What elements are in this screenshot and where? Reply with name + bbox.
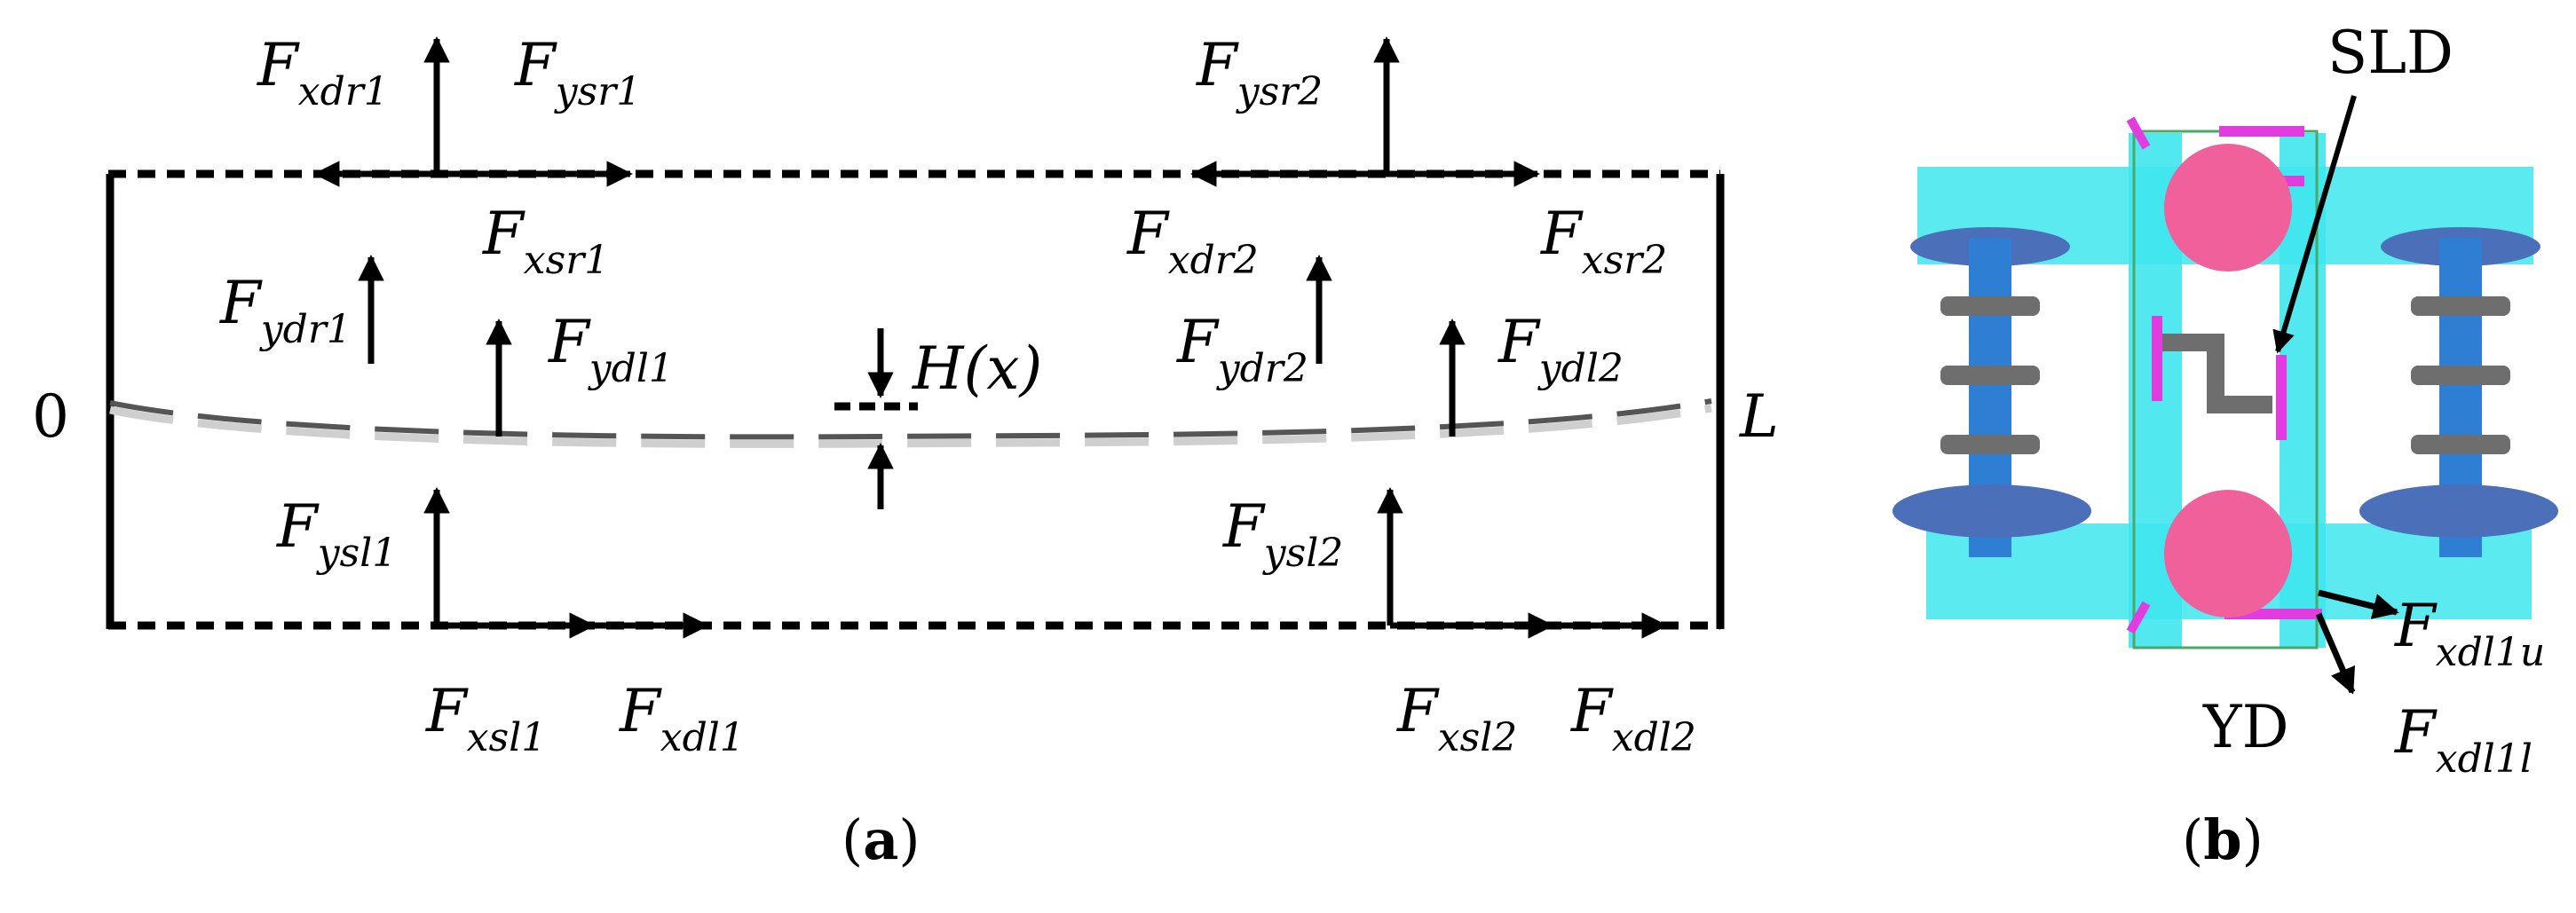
central-link: [2159, 334, 2272, 413]
label-xsr2: Fxsr2: [1540, 200, 1667, 283]
end-label: L: [1739, 382, 1779, 451]
caption-a: (a): [842, 807, 921, 872]
spring-plate-left-bottom: [1892, 484, 2091, 538]
force-arrow-xdl1u: [2318, 589, 2399, 619]
damper-sld-right: [2276, 355, 2287, 440]
label-xdr1: Fxdr1: [257, 31, 389, 114]
label-ysl1: Fysl1: [276, 492, 397, 576]
panel-a-diagram: 0 L H(x) Fxdr1 Fysr1 Fxsr1 Fysr2 Fxdr2 F…: [32, 31, 1779, 872]
label-ydr1: Fydr1: [219, 269, 352, 352]
spring-coil-left-3: [1940, 435, 2040, 454]
sld-label: SLD: [2327, 19, 2454, 87]
damper-tilt-bottom: [2126, 601, 2151, 634]
label-xsr1: Fxsr1: [482, 200, 609, 283]
spring-plate-right-bottom: [2359, 484, 2558, 538]
spring-coil-right-3: [2411, 435, 2510, 454]
gap-label: H(x): [912, 335, 1042, 403]
label-xdr2: Fxdr2: [1126, 200, 1259, 283]
spring-coil-right-1: [2411, 296, 2510, 316]
spring-coil-left-2: [1940, 366, 2040, 385]
sld-pointer-arrow: [2272, 95, 2357, 354]
caption-b: (b): [2182, 807, 2264, 872]
label-ydl1: Fydl1: [548, 308, 674, 391]
label-xdl1u: Fxdl1u: [2394, 592, 2545, 675]
ball-bottom: [2164, 490, 2292, 618]
label-ysl2: Fysl2: [1222, 492, 1343, 576]
origin-label: 0: [32, 382, 69, 451]
deflection-curve: [109, 398, 1712, 440]
label-ysr2: Fysr2: [1196, 31, 1323, 114]
label-xsl2: Fxsl2: [1396, 677, 1517, 760]
spring-coil-right-2: [2411, 366, 2510, 385]
damper-top: [2219, 126, 2304, 137]
label-xdl1: Fxdl1: [619, 677, 745, 760]
ball-top: [2164, 144, 2292, 272]
label-ydr2: Fydr2: [1176, 308, 1308, 391]
label-xsl1: Fxsl1: [425, 677, 546, 760]
label-ydl2: Fydl2: [1497, 308, 1624, 391]
label-ysr1: Fysr1: [514, 31, 641, 114]
damper-tilt-top: [2126, 116, 2151, 150]
damper-sld-left: [2152, 316, 2162, 401]
force-arrow-xdl1l: [2315, 612, 2356, 695]
spring-coil-left-1: [1940, 296, 2040, 316]
label-xdl1l: Fxdl1l: [2394, 698, 2533, 782]
yd-label: YD: [2202, 693, 2289, 761]
label-xdl2: Fxdl2: [1570, 677, 1696, 760]
panel-b-bogie-model: SLD YD Fxdl1u Fxdl1l (b): [1892, 19, 2558, 872]
